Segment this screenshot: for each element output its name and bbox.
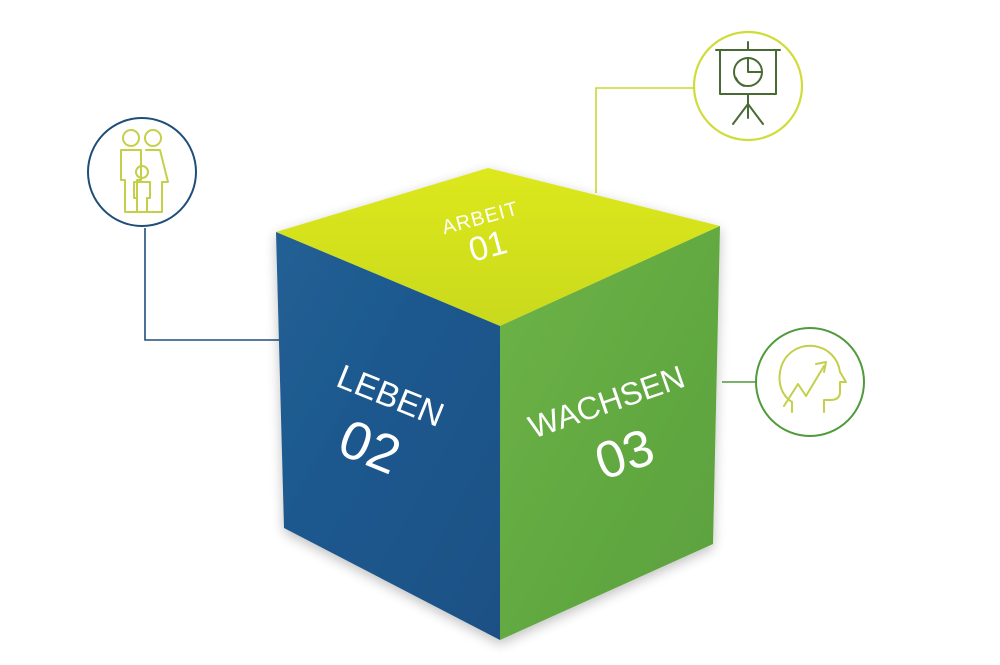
connector-lines (144, 87, 758, 383)
family-icon (87, 117, 197, 227)
cube-face-left (276, 232, 500, 640)
growth-icon-ring (755, 327, 865, 437)
presentation-board-icon (692, 30, 804, 142)
cube-face-top (276, 168, 720, 326)
cube (276, 168, 720, 640)
connector-arbeit (595, 87, 694, 193)
head-growth-arrow-icon (755, 327, 865, 437)
connector-leben (144, 228, 282, 341)
cube-face-right (500, 226, 720, 640)
